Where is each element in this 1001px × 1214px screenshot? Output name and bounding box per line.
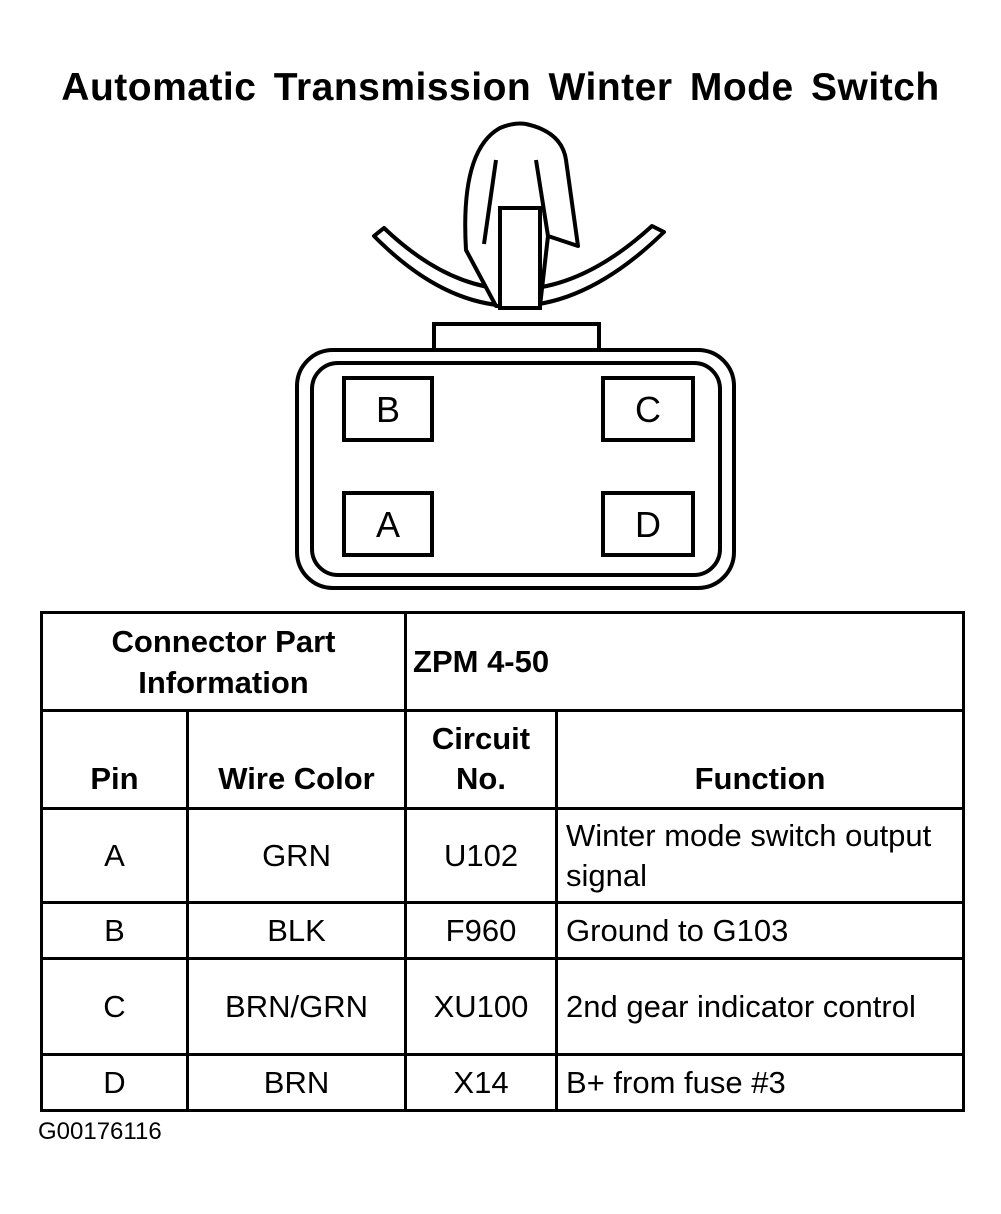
retainer-stem [498,206,542,310]
wire-color-cell: GRN [185,807,408,904]
pin-c-cavity [601,376,695,442]
connector-drawing: B C A D [295,121,736,590]
clip-arc [372,224,666,308]
circuit-cell: U102 [404,807,559,904]
wire-color-cell: BRN [185,1053,408,1112]
pin-cell: B [40,901,189,960]
circuit-cell: XU100 [404,957,559,1056]
pin-b-cavity [342,376,434,442]
function-cell: B+ from fuse #3 [555,1053,966,1112]
part-info-row: Connector Part Information ZPM 4-50 [39,611,966,712]
header-pin: Pin [40,709,189,810]
pin-d-label: D [635,504,661,545]
table-row: C BRN/GRN XU100 2nd gear indicator contr… [40,957,966,1056]
figure-id: G00176116 [38,1118,162,1145]
retainer-inner-left [482,159,498,245]
part-info-label: Connector Part Information [39,611,408,712]
circuit-cell: F960 [404,901,559,960]
wire-color-cell: BLK [185,901,408,960]
pin-c-label: C [635,389,661,430]
header-circuit-no: Circuit No. [404,709,559,810]
function-cell: 2nd gear indicator control [555,957,966,1056]
wire-color-cell: BRN/GRN [185,957,408,1056]
table-row: B BLK F960 Ground to G103 [40,901,966,960]
pinout-table: Connector Part Information ZPM 4-50 Pin … [39,611,966,1112]
function-cell: Winter mode switch output signal [555,807,966,904]
pin-cell: D [40,1053,189,1112]
diagram-title: Automatic Transmission Winter Mode Switc… [61,66,940,109]
table-row: A GRN U102 Winter mode switch output sig… [40,807,966,904]
function-cell: Ground to G103 [555,901,966,960]
retainer-inner-right [534,159,550,237]
table-row: D BRN X14 B+ from fuse #3 [40,1053,966,1112]
pin-d-cavity [601,491,695,557]
connector-body-inner [310,361,722,577]
header-row: Pin Wire Color Circuit No. Function [40,709,966,810]
header-function: Function [555,709,966,810]
pin-cell: C [40,957,189,1056]
pin-a-cavity [342,491,434,557]
pin-a-label: A [376,504,400,545]
part-info-value: ZPM 4-50 [404,611,966,712]
header-wire-color: Wire Color [185,709,408,810]
pin-b-label: B [376,389,400,430]
pin-cell: A [40,807,189,904]
circuit-cell: X14 [404,1053,559,1112]
